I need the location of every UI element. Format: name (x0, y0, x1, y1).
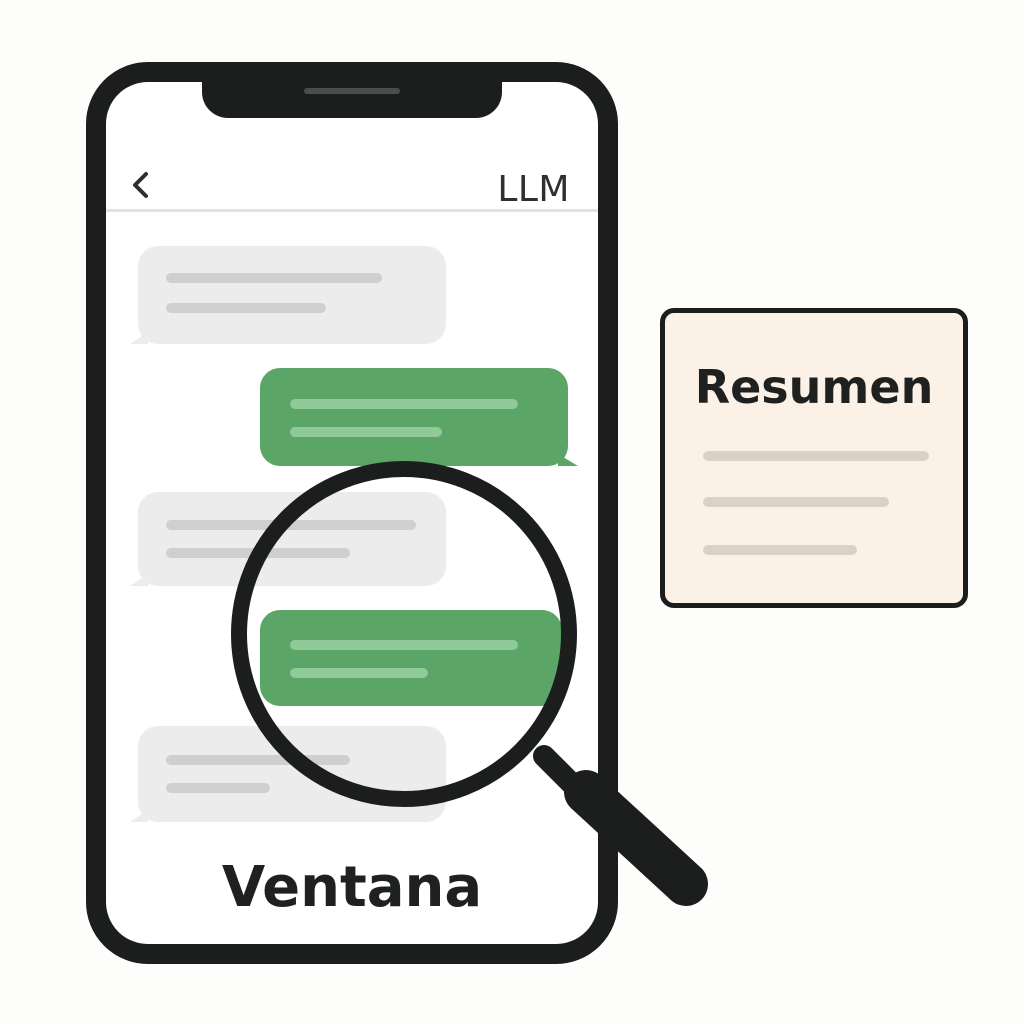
message-bubble-incoming (130, 492, 446, 586)
message-bubble-incoming (130, 246, 446, 344)
bubble-tail (558, 454, 578, 466)
summary-text-line (703, 497, 889, 507)
message-text-line (166, 303, 326, 313)
message-text-line (166, 273, 382, 283)
chat-title: LLM (497, 169, 570, 210)
message-text-line (166, 548, 350, 558)
phone-speaker (304, 88, 400, 94)
phone-frame: LLM Ventana (86, 62, 618, 964)
message-text-line (290, 399, 518, 409)
bubble-tail (130, 574, 148, 586)
message-text-line (290, 427, 442, 437)
message-text-line (166, 520, 416, 530)
chevron-left-icon[interactable] (130, 170, 150, 200)
message-text-line (290, 668, 428, 678)
message-bubble-outgoing (260, 610, 562, 706)
message-bubble-incoming (130, 726, 446, 822)
phone-label: Ventana (221, 855, 483, 920)
summary-title: Resumen (694, 360, 934, 414)
message-text-line (166, 755, 350, 765)
bubble-tail (130, 810, 148, 822)
summary-text-line (703, 545, 857, 555)
phone-notch (202, 82, 502, 118)
summary-text-line (703, 451, 929, 461)
summary-card: Resumen (660, 308, 968, 608)
message-text-line (290, 640, 518, 650)
message-bubble-outgoing (260, 368, 578, 466)
message-text-line (166, 783, 270, 793)
chat-header: LLM (106, 132, 598, 212)
bubble-tail (130, 332, 148, 344)
